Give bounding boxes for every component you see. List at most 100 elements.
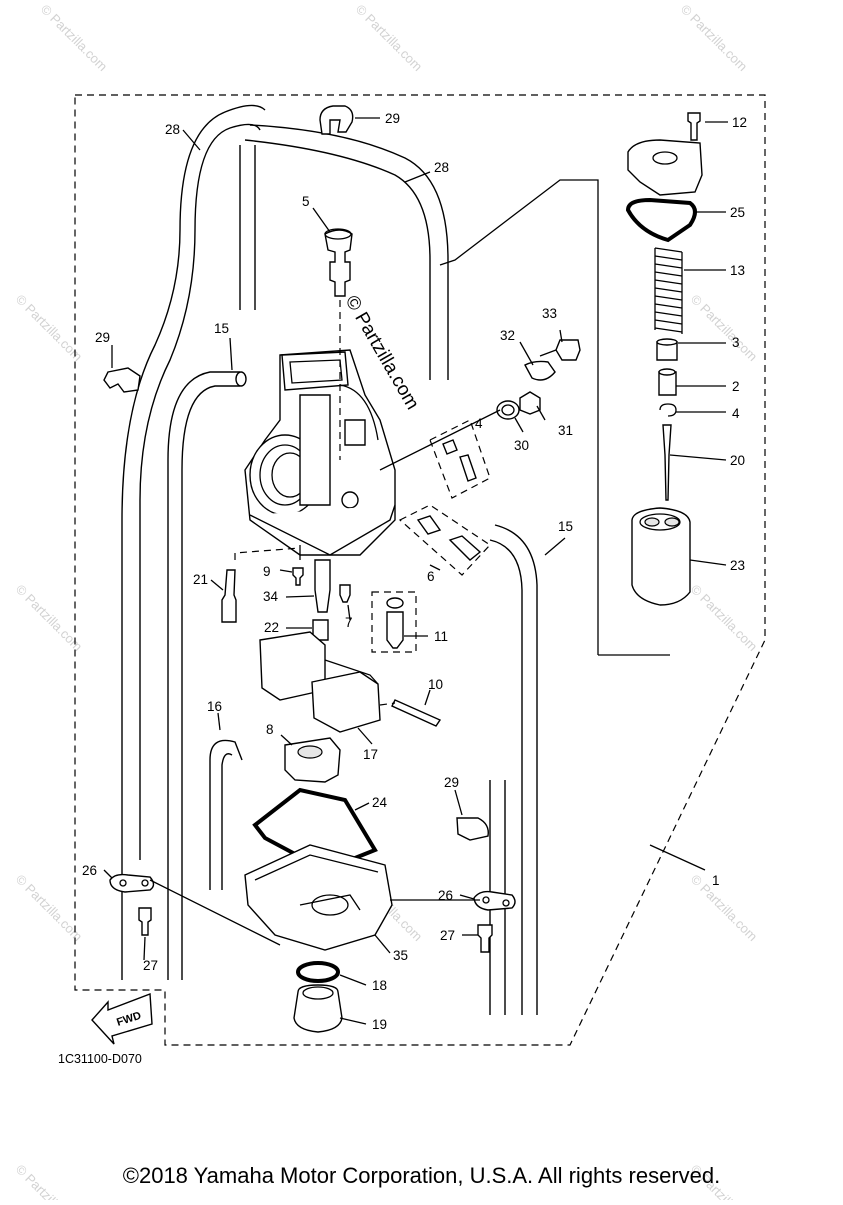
watermark-2: © Partzilla.com (353, 2, 426, 75)
spring-seat-3 (656, 338, 678, 361)
o-ring-30 (496, 400, 520, 420)
vent-hose-28b (244, 139, 431, 380)
carburetor-body (244, 349, 396, 560)
label-10: 10 (428, 677, 443, 692)
label-30: 30 (514, 438, 529, 453)
dashline-21 (234, 547, 301, 560)
nut-14 (442, 439, 458, 455)
jet-needle-20 (662, 424, 672, 501)
clamp-26-right (473, 890, 516, 911)
label-33: 33 (542, 306, 557, 321)
vent-hose-28b-outer (249, 124, 449, 380)
label-23: 23 (730, 558, 745, 573)
label-11: 11 (434, 629, 448, 644)
label-19: 19 (372, 1017, 387, 1032)
throttle-stop-screw-21 (221, 569, 237, 623)
label-21: 21 (193, 572, 208, 587)
o-ring-18 (296, 961, 340, 983)
plug-31 (519, 391, 541, 415)
vent-hose-28a (139, 123, 261, 860)
fwd-arrow-icon: FWD (91, 993, 153, 1045)
label-2: 2 (732, 379, 740, 394)
float-bowl-gasket-24 (252, 787, 378, 873)
clamp-link-lines (149, 879, 480, 946)
screw-12 (687, 112, 701, 141)
cap-gasket-25 (625, 197, 697, 243)
label-18: 18 (372, 978, 387, 993)
group-box-6 (398, 504, 491, 576)
hose-clamp-29-lower (456, 817, 489, 841)
clamp-26-left (109, 873, 155, 893)
throttle-valve-23 (631, 507, 691, 606)
needle-holder-2 (658, 368, 677, 396)
vent-hose-28a-outer (121, 104, 266, 980)
label-3: 3 (732, 335, 740, 350)
baffle-8 (284, 737, 341, 783)
screw-6 (448, 535, 482, 561)
vent-hose-28c (239, 145, 256, 310)
label-17: 17 (363, 747, 378, 762)
assembly-boundary (74, 94, 766, 1046)
label-25: 25 (730, 205, 745, 220)
watermark-7: © Partzilla.com (688, 582, 761, 655)
label-15b: 15 (558, 519, 573, 534)
dashline-10 (379, 702, 396, 706)
overflow-hose-15a-inner (181, 385, 240, 980)
label-35: 35 (393, 948, 408, 963)
float-bowl-35 (244, 844, 393, 951)
label-26b: 26 (438, 888, 453, 903)
watermark-1: © Partzilla.com (38, 2, 111, 75)
label-15a: 15 (214, 321, 229, 336)
label-29c: 29 (444, 775, 459, 790)
label-27a: 27 (143, 958, 158, 973)
label-31: 31 (558, 423, 573, 438)
screw-27-left (138, 907, 152, 936)
label-32: 32 (500, 328, 515, 343)
float-17 (259, 631, 381, 733)
adjust-plunger-5 (324, 228, 353, 297)
label-4: 4 (732, 406, 740, 421)
watermark-5: © Partzilla.com (688, 292, 761, 365)
label-4b: 4 (475, 416, 483, 431)
screw-14 (459, 454, 477, 482)
spring-13 (654, 247, 683, 334)
group-box-11 (371, 591, 417, 653)
screw-27-right (477, 924, 493, 953)
label-1: 1 (712, 873, 720, 888)
leader-lines (103, 117, 728, 1025)
drain-hose-16 (209, 739, 243, 890)
copyright-notice: ©2018 Yamaha Motor Corporation, U.S.A. A… (122, 1163, 721, 1188)
hose-clamp-29-left (103, 367, 141, 393)
overflow-hose-15b (494, 524, 538, 1015)
label-6: 6 (427, 569, 435, 584)
label-28b: 28 (434, 160, 449, 175)
slide-group-outline (439, 179, 599, 655)
label-13: 13 (730, 263, 745, 278)
label-16: 16 (207, 699, 222, 714)
label-9: 9 (263, 564, 271, 579)
o-ring-11 (386, 597, 404, 609)
main-jet-22 (312, 619, 329, 641)
label-24: 24 (372, 795, 388, 810)
carb-float-flange (249, 504, 396, 556)
watermark-3: © Partzilla.com (678, 2, 751, 75)
label-5: 5 (302, 194, 310, 209)
group-box-14 (429, 419, 491, 499)
float-pin-10 (391, 699, 442, 727)
pilot-jet-7 (339, 584, 351, 603)
diagram-reference-code: 1C31100-D070 (58, 1052, 142, 1066)
label-26a: 26 (82, 863, 97, 878)
hose-end-15a (235, 371, 247, 387)
leader-30-body (379, 409, 501, 471)
jet-11 (386, 611, 404, 649)
spring-6 (416, 515, 442, 535)
label-34: 34 (263, 589, 279, 604)
drain-plug-19 (293, 984, 343, 1033)
top-cap (627, 139, 703, 196)
label-28a: 28 (165, 122, 180, 137)
label-29b: 29 (95, 330, 110, 345)
hose-clamp-29-top (319, 105, 354, 135)
label-27b: 27 (440, 928, 455, 943)
